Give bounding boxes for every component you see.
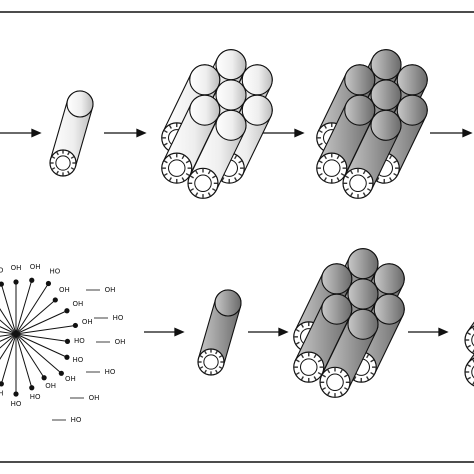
hydroxyl-label: HO [105, 368, 116, 376]
arrow-top-4 [430, 128, 473, 138]
hydroxyl-label: OH [89, 394, 100, 402]
chain-18 [0, 331, 17, 335]
head-7 [64, 338, 71, 345]
grey-tube-4 [319, 308, 379, 398]
hex-bundle-grey-top [316, 49, 428, 199]
light-tube-5 [161, 94, 221, 184]
arrow-bottom-1 [144, 327, 185, 337]
arrow-top-3 [262, 128, 305, 138]
hydroxyl-label: OH [72, 300, 83, 308]
chain-7 [15, 333, 68, 342]
head-8 [64, 354, 70, 360]
chain-19 [0, 326, 17, 335]
partial-bundle-right [464, 321, 474, 387]
head-12 [13, 391, 19, 397]
chain-11 [15, 333, 33, 388]
hydroxyl-label: OH [45, 382, 56, 390]
head-9 [58, 370, 64, 376]
hydroxyl-label: OH [115, 338, 126, 346]
chain-9 [15, 333, 62, 374]
chain-14 [0, 333, 17, 360]
chain-20 [0, 319, 17, 335]
chain-16 [0, 333, 17, 342]
hydroxyl-label: OH [82, 318, 93, 326]
head-13 [0, 381, 4, 387]
head-4 [52, 297, 58, 303]
single-tube-bottom [197, 289, 242, 376]
head-1 [13, 279, 19, 285]
head-22 [0, 281, 4, 287]
hydroxyl-label: HO [50, 267, 61, 275]
partial-tube-2 [464, 353, 474, 387]
light-tube-4 [187, 109, 247, 199]
chain-15 [0, 333, 17, 349]
hydroxyl-label: OH [59, 286, 70, 294]
micelle-core [13, 331, 19, 337]
chain-6 [15, 324, 76, 335]
arrow-bottom-3 [408, 327, 449, 337]
chain-5 [15, 310, 68, 335]
hydroxyl-label: OH [0, 389, 3, 397]
hydroxyl-label: OH [105, 286, 116, 294]
chain-17 [0, 333, 17, 337]
hydroxyl-label: OH [65, 375, 76, 383]
chain-10 [15, 333, 45, 379]
chain-2 [15, 280, 33, 335]
hex-bundle-light [161, 49, 273, 199]
head-11 [29, 385, 35, 391]
grey-tube-4 [342, 109, 402, 199]
hydroxyl-label: OH [11, 264, 22, 272]
tube [197, 289, 242, 376]
hydroxyl-label: OH [30, 263, 41, 271]
head-5 [64, 308, 70, 314]
hydroxyl-label: HO [71, 416, 82, 424]
hydroxyl-label: HO [30, 393, 41, 401]
chain-22 [0, 283, 17, 335]
chain-13 [0, 333, 17, 385]
chain-4 [15, 299, 56, 335]
head-10 [41, 375, 47, 381]
hydroxyl-label: HO [72, 356, 83, 364]
single-tube-top [49, 90, 94, 177]
arrow-top-2 [104, 128, 147, 138]
hex-bundle-grey-bottom [293, 248, 405, 398]
arrow-bottom-2 [248, 327, 289, 337]
hydroxyl-label: HO [74, 337, 85, 345]
hydroxyl-label: HO [0, 267, 4, 275]
hydroxyl-label: HO [113, 314, 124, 322]
surfactant-micelle: OHOHHOOHOHOHHOHOOHOHHOHOOHHOOHHOOHHOOHHO [0, 263, 125, 424]
chain-21 [0, 308, 17, 335]
arrow-top-1 [0, 128, 42, 138]
tube [49, 90, 94, 177]
grey-tube-5 [316, 94, 376, 184]
grey-tube-5 [293, 293, 353, 383]
head-2 [29, 277, 35, 283]
head-3 [45, 280, 52, 287]
chain-3 [15, 283, 49, 335]
arrows [0, 128, 473, 337]
head-6 [72, 322, 78, 329]
chain-8 [15, 333, 68, 358]
hydroxyl-label: HO [11, 400, 22, 408]
